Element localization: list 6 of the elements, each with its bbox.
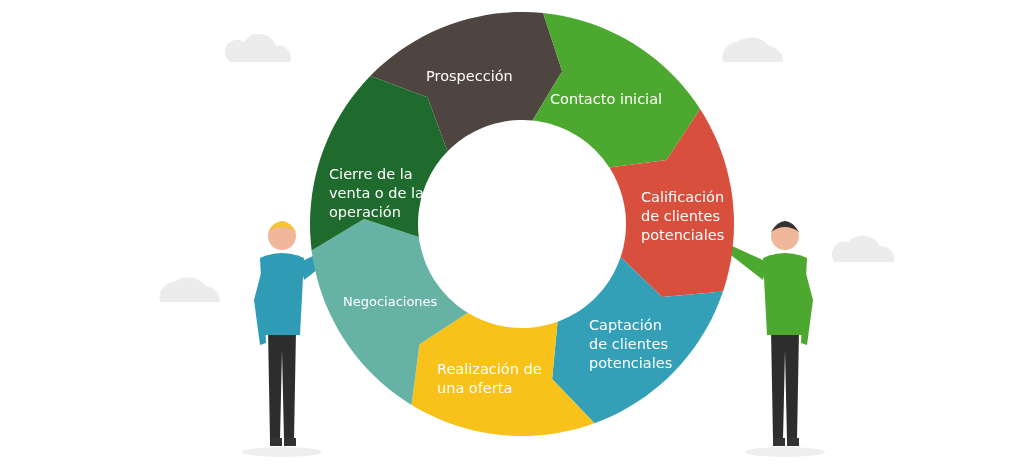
segment-label: Prospección bbox=[426, 67, 514, 86]
segment-label: Realización de una oferta bbox=[437, 360, 543, 398]
segment-label: Calificación de clientes potenciales bbox=[641, 188, 726, 245]
segment-label: Contacto inicial bbox=[550, 90, 664, 109]
segment-label: Captación de clientes potenciales bbox=[589, 316, 674, 373]
segment-label: Negociaciones bbox=[343, 293, 439, 311]
